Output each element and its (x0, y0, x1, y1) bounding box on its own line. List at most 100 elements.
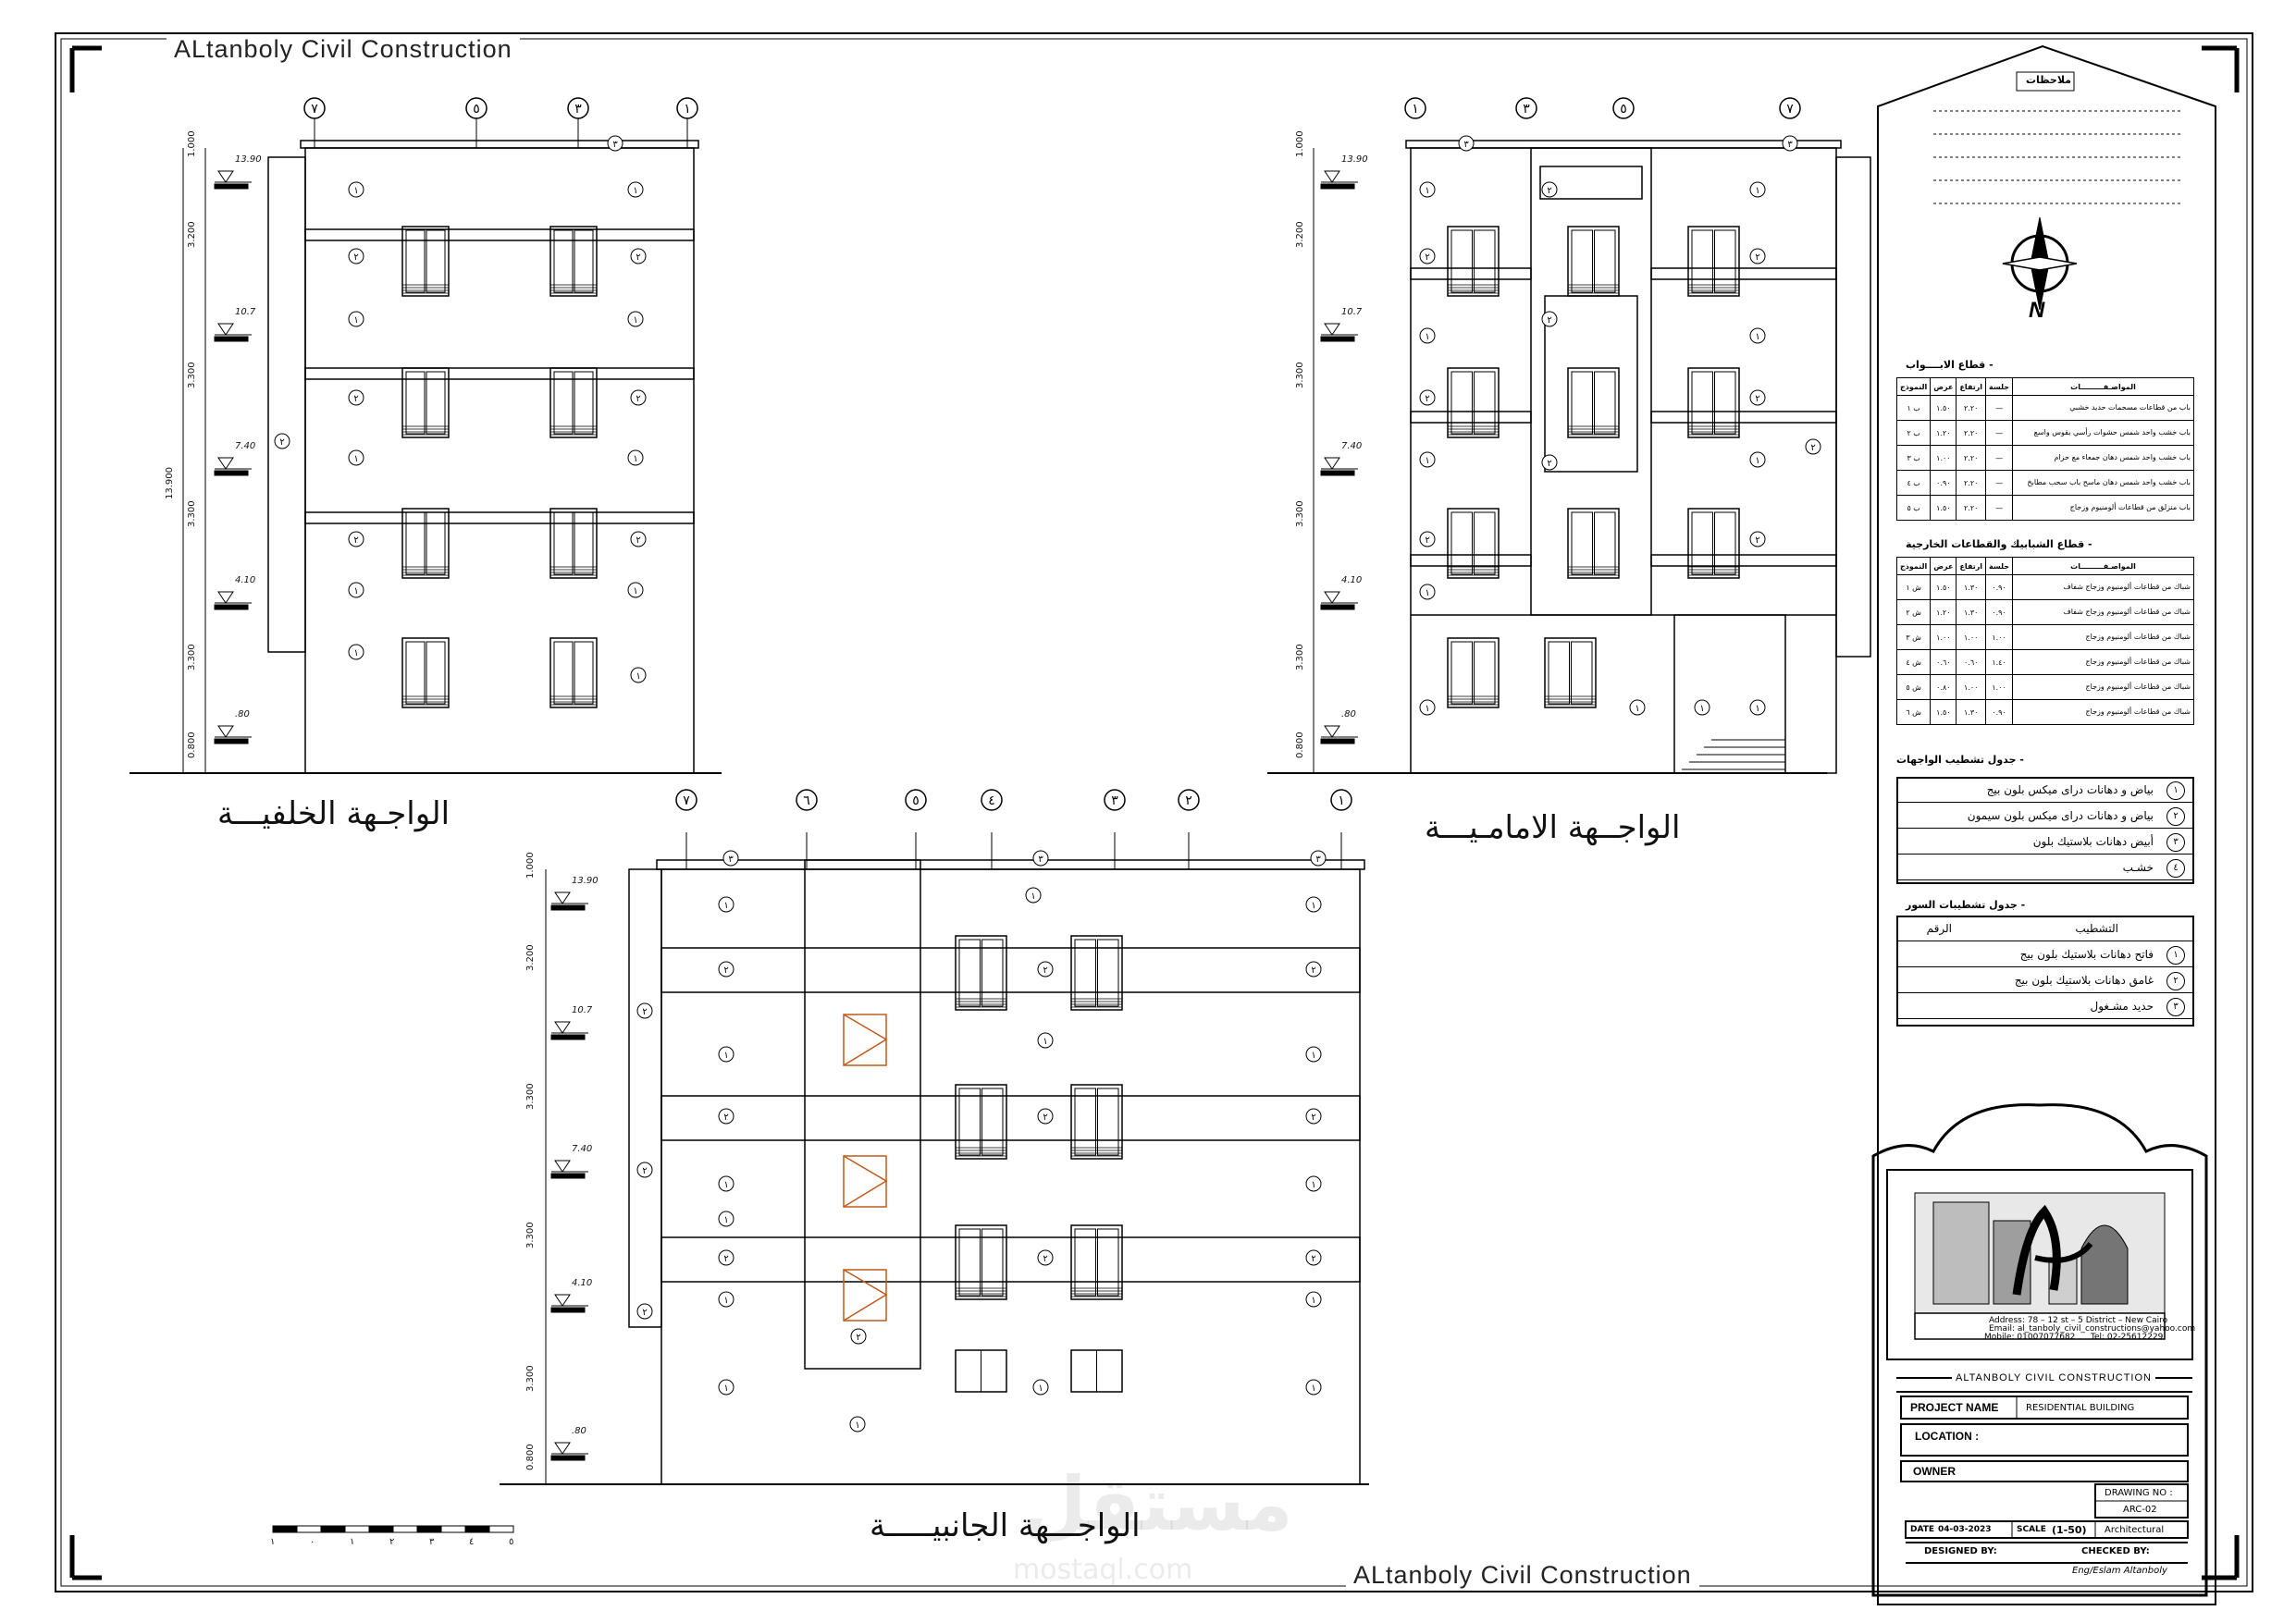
table-cell: باب من قطاعات مسجمات حديد خشبي (2012, 395, 2194, 421)
svg-text:١: ١ (1031, 891, 1035, 902)
svg-text:٤: ٤ (988, 793, 995, 808)
fence-finishes-title: - جدول تشطيبات السور (1906, 899, 2026, 911)
dim-label-parapet: 1.000 (187, 130, 197, 157)
scale-bar-number: ٠ (310, 1537, 315, 1547)
window (1447, 637, 1500, 708)
doors-table-title: - قطاع الابــــواب (1906, 359, 1994, 371)
finish-tag: ٣ (722, 850, 739, 867)
owner-label: OWNER (1913, 1465, 1956, 1478)
window (1687, 226, 1740, 297)
grid-axis-bubble: ٥ (465, 97, 488, 119)
window (1070, 1084, 1123, 1160)
company-email: Email: al_tanboly_civil_constructions@ya… (1989, 1324, 2196, 1334)
table-cell: ٠.٨٠ (1930, 674, 1957, 700)
svg-text:٢: ٢ (353, 535, 358, 546)
table-cell: شباك من قطاعات ألومنيوم وزجاج (2012, 649, 2194, 675)
svg-text:٢: ٢ (1547, 459, 1551, 469)
table-cell: ش ٣ (1895, 624, 1932, 650)
dim-label-plinth: 0.800 (187, 732, 197, 758)
level-label-third: 10.7 (235, 307, 256, 317)
level-marker (550, 1160, 588, 1179)
svg-text:٣: ٣ (1315, 855, 1321, 865)
finish-tag: ١ (718, 896, 734, 913)
window (1687, 508, 1740, 579)
drawing-no-value: ARC-02 (2123, 1505, 2157, 1515)
table-cell: ٠.٩٠ (1930, 470, 1957, 496)
finish-tag: ٢ (1749, 248, 1766, 264)
svg-text:٢: ٢ (636, 535, 640, 546)
svg-text:٢: ٢ (1043, 1113, 1047, 1123)
svg-text:٢: ٢ (1185, 793, 1192, 808)
finish-text: بياض و دهانات دراى ميكس بلون بيج (1986, 783, 2154, 796)
watermark-arabic: مستقل (1022, 1461, 1293, 1547)
finish-tag: ٢ (630, 389, 647, 406)
window (549, 508, 598, 579)
svg-text:٢: ٢ (353, 252, 358, 263)
window (1544, 637, 1597, 708)
svg-text:٧: ٧ (1786, 102, 1794, 117)
svg-text:٧: ٧ (311, 102, 318, 117)
window (549, 637, 598, 708)
window (1070, 1349, 1123, 1393)
finish-text: فاتح دهانات بلاستيك بلون بيج (2019, 948, 2154, 961)
sheet-frame (55, 32, 2253, 1592)
svg-text:١: ١ (353, 648, 358, 658)
finish-tag: ٣ (1458, 135, 1475, 152)
north-label: N (2029, 298, 2045, 323)
side-windows (955, 935, 1123, 1393)
grid-axis-bubble: ٣ (1515, 97, 1537, 119)
dim-label-floor: 3.300 (187, 500, 197, 527)
window (955, 1349, 1007, 1393)
finish-tag: ١ (348, 582, 364, 598)
scale-bar-number: ١ (350, 1537, 355, 1547)
svg-text:٣: ٣ (1038, 855, 1043, 865)
table-cell: ١.٠٠ (1985, 624, 2014, 650)
svg-text:١: ١ (1338, 793, 1345, 808)
svg-text:٢: ٢ (636, 394, 640, 404)
svg-text:١: ١ (1311, 1383, 1315, 1394)
table-cell: ٢.٢٠ (1956, 395, 1987, 421)
window (1567, 226, 1620, 297)
finish-tag: ٢ (1419, 389, 1436, 406)
brand-caption-bottom: ALtanboly Civil Construction (1346, 1561, 1699, 1590)
finish-tag: ١ (1629, 699, 1646, 716)
table-cell: ١.٣٠ (1956, 574, 1987, 600)
rear-elevation-title: الواجـهة الخلفيـــة (217, 795, 451, 832)
dim-label-floor: 3.300 (187, 362, 197, 388)
svg-text:٣: ٣ (1523, 102, 1530, 117)
svg-text:٢: ٢ (856, 1333, 860, 1343)
discipline: Architectural (2105, 1525, 2165, 1535)
level-marker (1320, 591, 1358, 610)
finish-tag: ١ (1305, 1175, 1322, 1192)
svg-text:٢: ٢ (1311, 1254, 1315, 1264)
svg-text:١: ١ (353, 454, 358, 464)
level-marker (214, 323, 252, 342)
finish-tag: ٢ (718, 961, 734, 977)
svg-text:١: ١ (633, 454, 637, 464)
table-cell: ش ٢ (1895, 599, 1932, 625)
svg-text:١: ١ (723, 1215, 728, 1225)
finish-tag: ١ (348, 311, 364, 327)
svg-text:٥: ٥ (1620, 102, 1627, 117)
window (1070, 1224, 1123, 1300)
level-label-second: 7.40 (1341, 441, 1363, 451)
finish-tag: ١ (1305, 1379, 1322, 1396)
finish-tag: ١ (718, 1046, 734, 1063)
svg-text:٢: ٢ (1425, 535, 1429, 546)
svg-text:٣: ٣ (574, 102, 582, 117)
svg-text:١: ١ (1311, 1296, 1315, 1306)
table-cell: شباك من قطاعات ألومنيوم وزجاج (2012, 624, 2194, 650)
dim-label-floor: 3.300 (525, 1365, 536, 1392)
svg-text:١: ١ (723, 1180, 728, 1190)
finish-number: ١ (2166, 781, 2185, 800)
svg-text:٣: ٣ (1463, 140, 1469, 150)
table-cell: ١.٢٠ (1930, 420, 1957, 446)
window (1070, 935, 1123, 1011)
table-cell: ٠.٦٠ (1956, 649, 1987, 675)
dim-label-floor_top: 3.200 (1295, 221, 1305, 248)
